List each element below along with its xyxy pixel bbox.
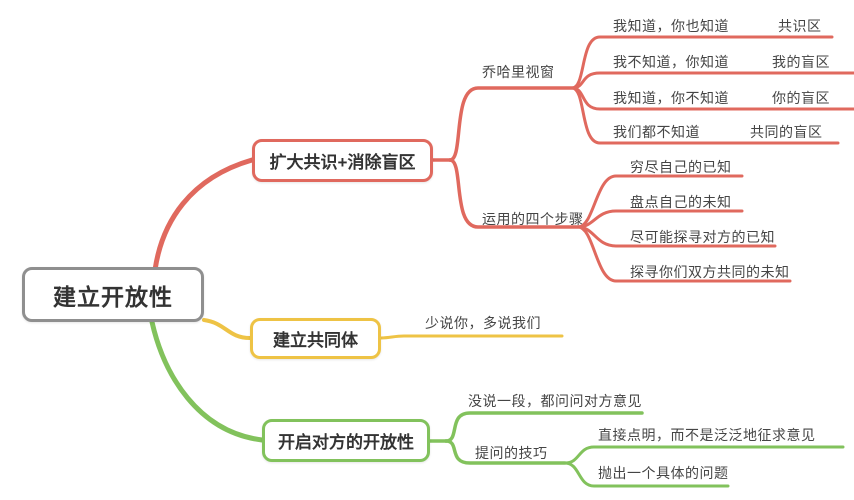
johari-row3-right[interactable]: 你的盲区: [772, 90, 830, 106]
step-3[interactable]: 尽可能探寻对方的已知: [630, 229, 775, 245]
branch-label: 扩大共识+消除盲区: [269, 153, 416, 172]
link-step2: [576, 209, 744, 229]
leaf-ask-opinion[interactable]: 没说一段，都问问对方意见: [468, 393, 642, 409]
leaf-point-directly[interactable]: 直接点明，而不是泛泛地征求意见: [598, 427, 816, 443]
link-branch2-child: [378, 334, 564, 340]
link-root-branch1: [152, 157, 255, 273]
step-4[interactable]: 探寻你们双方共同的未知: [630, 264, 790, 280]
johari-row4-right[interactable]: 共同的盲区: [750, 124, 823, 140]
leaf-question-skill[interactable]: 提问的技巧: [475, 445, 548, 461]
leaf-johari-window[interactable]: 乔哈里视窗: [482, 64, 555, 80]
root-label: 建立开放性: [53, 283, 173, 310]
link-branch3-question: [444, 439, 567, 465]
johari-row2-left[interactable]: 我不知道，你知道: [613, 54, 729, 70]
link-root-branch2: [202, 318, 252, 340]
leaf-four-steps[interactable]: 运用的四个步骤: [482, 211, 584, 227]
johari-row1-right[interactable]: 共识区: [778, 18, 822, 34]
step-2[interactable]: 盘点自己的未知: [630, 194, 732, 210]
branch-node-open-others[interactable]: 开启对方的开放性: [262, 419, 430, 462]
leaf-say-we-more[interactable]: 少说你，多说我们: [425, 315, 541, 331]
link-branch1-steps: [448, 158, 580, 229]
link-question-direct: [563, 445, 845, 465]
johari-row2-right[interactable]: 我的盲区: [772, 54, 830, 70]
link-step4: [576, 225, 792, 283]
link-question-concrete: [563, 461, 730, 488]
johari-row4-left[interactable]: 我们都不知道: [613, 124, 700, 140]
link-branch1-johari: [448, 86, 574, 162]
leaf-concrete-question[interactable]: 抛出一个具体的问题: [598, 465, 729, 481]
branch-node-expand-consensus[interactable]: 扩大共识+消除盲区: [252, 139, 433, 182]
root-node[interactable]: 建立开放性: [22, 267, 204, 322]
link-johari-row2: [570, 71, 854, 90]
link-johari-row4: [570, 86, 840, 145]
johari-row3-left[interactable]: 我知道，你不知道: [613, 90, 729, 106]
johari-row1-left[interactable]: 我知道，你也知道: [613, 18, 729, 34]
link-root-branch3: [149, 319, 265, 443]
step-1[interactable]: 穷尽自己的已知: [630, 159, 732, 175]
branch-node-build-community[interactable]: 建立共同体: [250, 318, 381, 359]
branch-label: 建立共同体: [273, 331, 358, 350]
branch-label: 开启对方的开放性: [278, 433, 414, 452]
